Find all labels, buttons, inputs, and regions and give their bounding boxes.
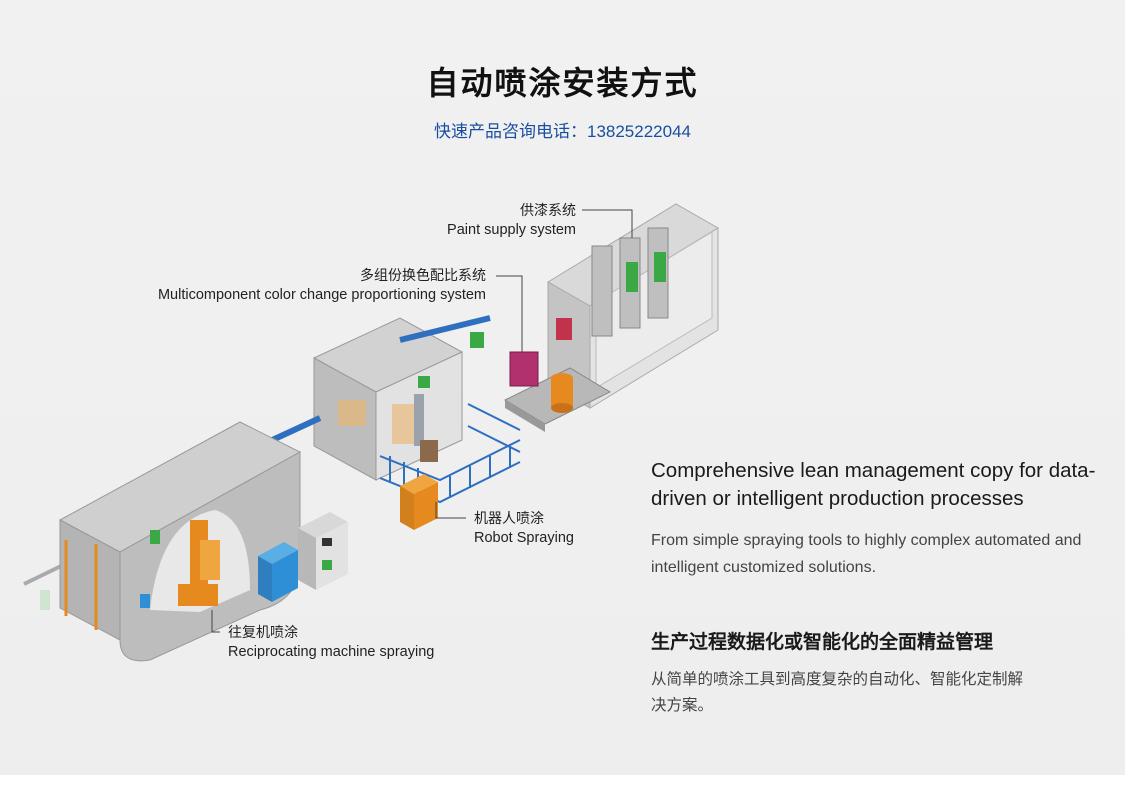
spray-line-illustration [23,203,719,662]
leader-lines [211,209,633,633]
page-title: 自动喷涂安装方式 [426,65,699,101]
callout-paint-supply: 供漆系统 Paint supply system [400,200,576,240]
callout-robot-en: Robot Spraying [474,530,574,546]
callout-reciprocating: 往复机喷涂 Reciprocating machine spraying [228,622,468,662]
robot-booth [312,315,491,481]
mixing-station [503,351,612,432]
callout-multicomponent: 多组份换色配比系统 Multicomponent color change pr… [130,265,486,305]
hotline-text[interactable]: 快速产品咨询电话：13825222044 [433,122,691,141]
callout-paint-supply-en: Paint supply system [447,222,576,238]
callout-multicomponent-en: Multicomponent color change proportionin… [157,287,486,303]
callout-reciprocating-en: Reciprocating machine spraying [228,644,435,660]
callout-paint-supply-cn: 供漆系统 [520,202,576,218]
callout-reciprocating-cn: 往复机喷涂 [228,624,298,640]
cn-heading: 生产过程数据化或智能化的全面精益管理 [651,632,994,653]
reciprocator-unit [178,520,220,606]
en-body: From simple spraying tools to highly com… [651,532,1082,576]
callout-robot: 机器人喷涂 Robot Spraying [474,508,604,548]
robot-controller [400,474,438,530]
safety-fence [379,403,521,504]
en-heading: Comprehensive lean management copy for d… [651,459,1096,510]
control-cabinets [258,512,348,602]
cn-body: 从简单的喷涂工具到高度复杂的自动化、智能化定制解决方案。 [651,671,1024,714]
callout-multicomponent-cn: 多组份换色配比系统 [360,267,486,283]
callout-robot-cn: 机器人喷涂 [474,510,544,526]
